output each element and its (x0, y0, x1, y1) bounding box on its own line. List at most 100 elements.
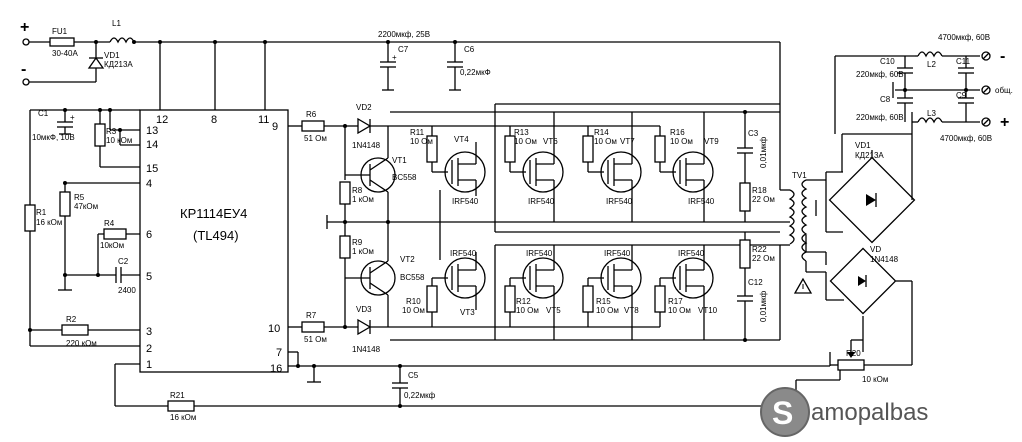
r6-value: 51 Ом (304, 134, 327, 143)
resistor-r21 (167, 400, 195, 412)
c5-value: 0,22мкф (404, 391, 436, 400)
r8-ref: R8 (352, 186, 363, 195)
output-plus-terminal (981, 117, 991, 127)
r15-value: 10 Ом (596, 306, 619, 315)
resistor-r22 (739, 239, 751, 269)
c3-value: 0,01мкф (759, 136, 768, 168)
vd2-value: 1N4148 (352, 141, 381, 150)
c12-value: 0,01мкф (759, 290, 768, 322)
r1-value: 16 кОм (36, 218, 62, 227)
r11-ref: R11 (410, 128, 425, 137)
vt9-ref: VT9 (704, 137, 719, 146)
inductor-l1 (109, 37, 135, 44)
ic-pin-14: 14 (146, 139, 158, 151)
resistor-r15 (582, 285, 594, 313)
r7-ref: R7 (306, 311, 317, 320)
r22-value: 22 Ом (752, 254, 775, 263)
r7-value: 51 Ом (304, 335, 327, 344)
inductor-l2-label: L2 (927, 60, 936, 69)
r6-ref: R6 (306, 110, 317, 119)
resistor-r7 (301, 321, 325, 333)
resistor-r3 (94, 123, 106, 147)
r20-ref: R20 (846, 349, 861, 358)
vt5-ref: VT5 (546, 306, 561, 315)
c12-ref: C12 (748, 278, 763, 287)
vd-bridge-value: 1N4148 (870, 255, 899, 264)
output-rectifier: VD1 КД213А (826, 55, 916, 244)
snubber-section: C3 0,01мкф R18 22 Ом R22 22 Ом C12 0,01м… (737, 42, 790, 342)
output-minus-label: - (1000, 48, 1005, 65)
resistor-r17 (654, 285, 666, 313)
vt6-type: IRF540 (528, 197, 555, 206)
r2-ref: R2 (66, 315, 77, 324)
mosfet-vt5: R12 10 Ом IRF540 VT5 (504, 245, 564, 340)
resistor-r10 (426, 285, 438, 313)
logo-letter: S (772, 395, 793, 431)
r4-value: 10кОм (100, 241, 124, 250)
resistor-r4 (103, 228, 127, 240)
vt7-type: IRF540 (606, 197, 633, 206)
left-network: + C1 10мкФ, 10В R3 10 кОм R5 47кОм R1 16… (24, 108, 796, 422)
mosfet-vt3: R10 10 Ом IRF540 VT3 (402, 249, 486, 327)
output-filter: L2 - 4700мкф, 60В C10 220мкф, 60В C11 об… (856, 33, 1013, 143)
resistor-r5 (59, 191, 71, 217)
ic-pin-12: 12 (156, 114, 168, 126)
ic-tl494: КР1114ЕУ4 (TL494) 12 8 11 13 14 15 4 6 5… (139, 40, 289, 375)
c2-value: 2400 (118, 286, 136, 295)
vt10-ref: VT10 (698, 306, 718, 315)
r13-value: 10 Ом (514, 137, 537, 146)
ic-pin-1: 1 (146, 359, 152, 371)
ic-pin-13: 13 (146, 125, 158, 137)
c2-ref: C2 (118, 257, 129, 266)
c7-ref: C7 (398, 45, 409, 54)
vt1-value: BC558 (392, 173, 417, 182)
ic-pin-6: 6 (146, 229, 152, 241)
vt1-ref: VT1 (392, 156, 407, 165)
resistor-r6 (301, 120, 325, 132)
r11-value: 10 Ом (410, 137, 433, 146)
output-common-terminal (981, 85, 991, 95)
vd-bridge-ref: VD (870, 245, 881, 254)
r16-value: 10 Ом (670, 137, 693, 146)
c10-ref: C10 (880, 57, 895, 66)
r16-ref: R16 (670, 128, 685, 137)
input-plus-terminal (22, 38, 30, 46)
r1-ref: R1 (36, 208, 47, 217)
ic-pin-9: 9 (272, 121, 278, 133)
input-minus-label: - (21, 61, 26, 78)
mosfet-vt7: R14 10 Ом VT7 IRF540 (582, 112, 642, 222)
vt8-type: IRF540 (604, 249, 631, 258)
vt4-ref: VT4 (454, 135, 469, 144)
logo-badge-icon (760, 387, 810, 437)
ic-pin-4: 4 (146, 178, 152, 190)
c11-ref: C11 (956, 57, 971, 66)
diode-vd3 (357, 318, 372, 336)
output-plus-label: + (1000, 114, 1009, 131)
input-minus-terminal (22, 78, 30, 86)
c1-value: 10мкФ, 10В (32, 133, 75, 142)
r9-value: 1 кОм (352, 247, 374, 256)
r17-value: 10 Ом (668, 306, 691, 315)
out-small-cap-bottom: 220мкф, 60В (856, 113, 904, 122)
ic-pin-8: 8 (211, 114, 217, 126)
r3-ref: R3 (106, 127, 117, 136)
logo-text: amopalbas (811, 399, 928, 426)
resistor-r16 (654, 135, 666, 163)
input-section: + - FU1 30-40A L1 VD1 КД213А (20, 19, 780, 86)
r13-ref: R13 (514, 128, 529, 137)
ic-pin-5: 5 (146, 271, 152, 283)
mosfet-vt4: R11 10 Ом VT4 IRF540 (410, 126, 486, 206)
resistor-r9 (339, 235, 351, 259)
r5-value: 47кОм (74, 202, 98, 211)
diode-vd1-ref: VD1 (104, 51, 120, 60)
supply-caps: 2200мкф, 25В C7 + C6 0,22мкФ (378, 30, 491, 91)
r18-ref: R18 (752, 186, 767, 195)
vt10-type: IRF540 (678, 249, 705, 258)
vt4-type: IRF540 (452, 197, 479, 206)
r8-value: 1 кОм (352, 195, 374, 204)
watermark-logo: S amopalbas (760, 387, 928, 437)
fuse-ref: FU1 (52, 27, 68, 36)
c8-ref: C8 (880, 95, 891, 104)
r2-value: 220 кОм (66, 339, 97, 348)
